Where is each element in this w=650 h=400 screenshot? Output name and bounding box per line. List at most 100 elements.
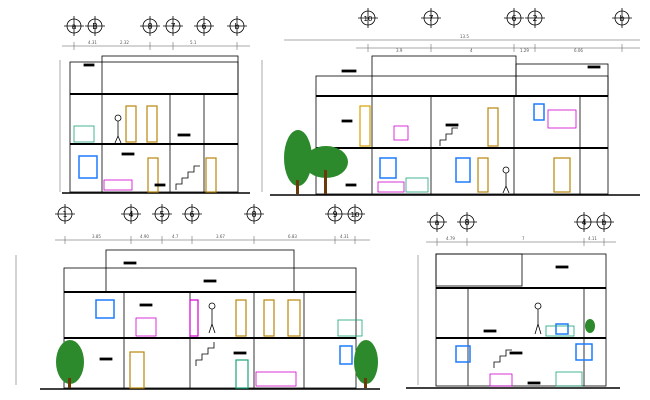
door (147, 157, 159, 193)
room-tag (83, 63, 95, 67)
roof-parapet (105, 249, 295, 293)
dimension-text: 5.1 (190, 40, 197, 45)
stair (195, 342, 215, 366)
window (95, 299, 115, 319)
door (287, 299, 301, 337)
furniture (377, 181, 405, 193)
balcony-railing (73, 125, 95, 143)
grid-axis-markers: a 8 4 b (427, 212, 614, 232)
stair (439, 127, 458, 146)
grid-label: 5 (159, 210, 164, 219)
person-figure (502, 166, 510, 194)
grid-label: a (72, 22, 77, 31)
grid-label: 8 (464, 218, 469, 227)
grid-label: 2 (532, 14, 537, 23)
grid-label: B (92, 22, 98, 31)
room-tag (509, 351, 523, 355)
window (575, 343, 593, 361)
person-figure (208, 302, 216, 334)
dimension-line (426, 238, 616, 246)
grid-label: 1 (62, 210, 67, 219)
stair (175, 165, 200, 190)
grid-bubble: b (612, 8, 632, 28)
grid-bubble: a (427, 212, 447, 232)
dimension-text: 4.31 (88, 40, 97, 45)
dimension-text: 4.90 (140, 234, 149, 239)
building-outline (69, 61, 239, 193)
building-outline (63, 267, 357, 389)
furniture (103, 179, 133, 191)
section-3: 1 4 5 6 8 9 10 (15, 204, 380, 390)
grid-label: b (619, 14, 624, 23)
door (235, 299, 247, 337)
room-tag (587, 65, 601, 69)
grid-label: a (435, 218, 440, 227)
window (78, 155, 98, 179)
grid-label: 7 (428, 14, 433, 23)
balcony-railing (337, 319, 363, 337)
grid-bubble: b (594, 212, 614, 232)
dimension-line (55, 236, 370, 244)
grid-bubble: 8 (457, 212, 477, 232)
grid-label: 8 (147, 22, 152, 31)
furniture (135, 317, 157, 337)
dimension-text: 6.83 (288, 234, 297, 239)
plant (585, 319, 595, 333)
dimension-text: 6.06 (574, 48, 583, 53)
roof-parapet (515, 63, 609, 97)
dimension-text: 3.85 (92, 234, 101, 239)
door (359, 105, 371, 147)
window (379, 157, 397, 179)
grid-bubble: 1 (55, 204, 75, 224)
grid-label: 6 (201, 22, 206, 31)
room-tag (203, 279, 217, 283)
grid-bubble: 8 (244, 204, 264, 224)
dimension-text: 7 (522, 236, 525, 241)
grid-label: 9 (332, 210, 337, 219)
grid-axis-markers: a B 8 7 6 b (64, 16, 247, 36)
tree (284, 130, 348, 194)
tree (56, 340, 378, 388)
furniture (393, 125, 409, 141)
door (553, 157, 571, 193)
grid-bubble: 7 (421, 8, 441, 28)
furniture (547, 109, 577, 129)
window (455, 345, 471, 363)
grid-bubble: a (64, 16, 84, 36)
dimension-text: 4.7 (172, 234, 179, 239)
person-figure (534, 302, 542, 335)
room-tag (154, 183, 166, 187)
section-2: 10 7 6 2 b 13.5 3. (261, 8, 640, 196)
stair (493, 349, 512, 368)
room-tag (341, 119, 353, 123)
furniture (545, 325, 575, 337)
window (455, 157, 471, 183)
grid-label: 6 (511, 14, 516, 23)
grid-axis-markers: 1 4 5 6 8 9 10 (55, 204, 365, 224)
dimension-text: 1.29 (520, 48, 529, 53)
grid-label: 10 (351, 211, 360, 219)
grid-label: 6 (189, 210, 194, 219)
grid-bubble: 4 (574, 212, 594, 232)
room-tag (121, 152, 135, 156)
grid-axis-markers: 10 7 6 2 b (358, 8, 632, 28)
dimension-text: 3.67 (216, 234, 225, 239)
room-tag (123, 261, 137, 265)
door (263, 299, 275, 337)
grid-bubble: B (85, 16, 105, 36)
room-tag (341, 69, 357, 73)
roof-parapet (435, 253, 523, 287)
grid-bubble: 6 (182, 204, 202, 224)
door (125, 105, 137, 143)
furniture (405, 177, 429, 193)
door (487, 107, 499, 147)
window (339, 345, 353, 365)
grid-label: 4 (128, 210, 133, 219)
grid-label: 7 (170, 22, 175, 31)
room-tag (233, 351, 247, 355)
door (189, 299, 199, 337)
dimension-text: 2.32 (120, 40, 129, 45)
room-tag (555, 265, 569, 269)
furniture (489, 373, 513, 387)
dimension-text: 4.79 (446, 236, 455, 241)
